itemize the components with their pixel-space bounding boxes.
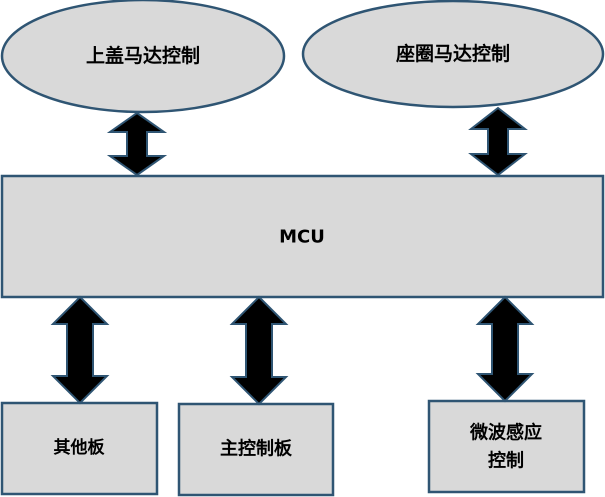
arrow-seat-motor-mcu: [468, 106, 528, 177]
seat-motor-control-label: 座圈马达控制: [396, 42, 510, 65]
seat-motor-control-node: [301, 0, 605, 109]
connection-arrows: [50, 106, 535, 406]
arrow-mcu-other-board: [50, 295, 110, 405]
main-control-board-node: [177, 402, 335, 497]
mcu-label: MCU: [279, 227, 325, 248]
arrow-mcu-microwave: [475, 295, 535, 403]
arrow-mcu-main-board: [229, 295, 289, 406]
microwave-sensing-label-line1: 微波感应: [469, 422, 542, 444]
arrow-lid-motor-mcu: [106, 111, 168, 177]
lid-motor-control-label: 上盖马达控制: [86, 44, 200, 67]
main-control-board-label: 主控制板: [220, 438, 293, 460]
lid-motor-control-node: [0, 0, 286, 114]
mcu-block: [0, 174, 605, 299]
other-board-label: 其他板: [54, 437, 106, 458]
microwave-sensing-node: [427, 399, 586, 494]
microwave-sensing-label-line2: 控制: [488, 450, 524, 472]
